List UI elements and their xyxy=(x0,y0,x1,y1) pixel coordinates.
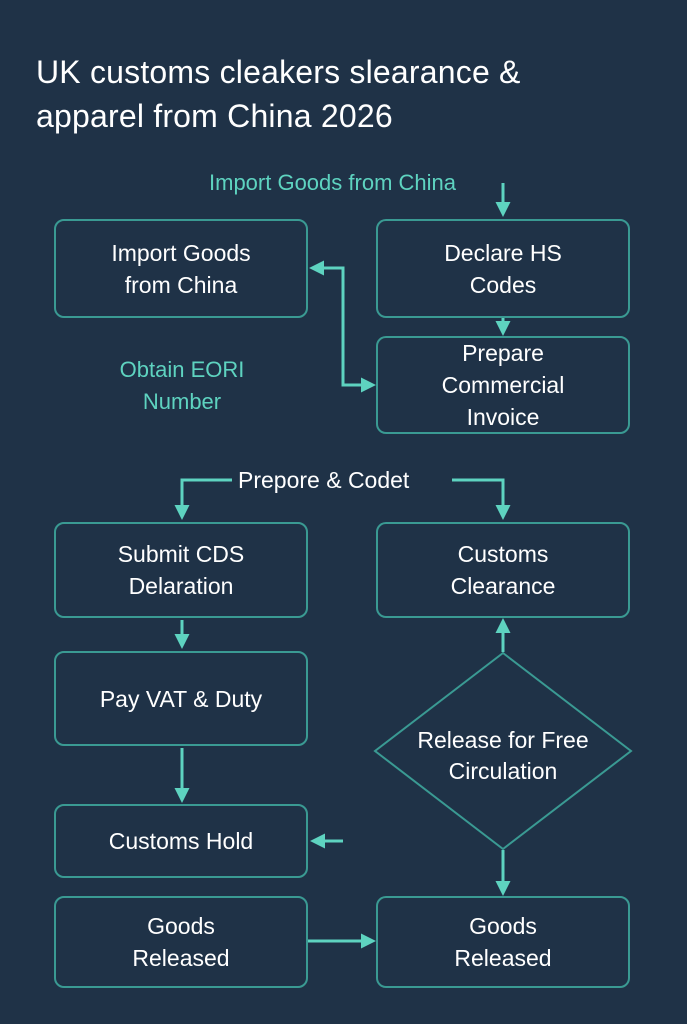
node-submit-cds-declaration-text: Submit CDS Delaration xyxy=(117,541,245,599)
label-import-goods-from-china: Import Goods from China xyxy=(209,170,456,195)
node-customs-hold-text: Customs Hold xyxy=(108,828,254,854)
release-free-circulation-diamond xyxy=(373,651,633,851)
arrow-import-invoice-bidirectional xyxy=(309,260,376,393)
node-pay-vat-duty: Pay VAT & Duty xyxy=(54,651,308,746)
node-release-free-circulation-text: Release for Free Circulation xyxy=(417,727,589,784)
node-customs-clearance: Customs Clearance xyxy=(376,522,630,618)
page-title: UK customs cleakers slearance & apparel … xyxy=(36,50,656,138)
node-goods-released-right-text: Goods Released xyxy=(454,913,552,971)
node-pay-vat-duty-text: Pay VAT & Duty xyxy=(99,685,263,712)
node-prepare-commercial-invoice-text: Prepare Commercial Invoice xyxy=(441,340,565,430)
node-import-goods: Import Goods from China xyxy=(54,219,308,318)
node-customs-hold: Customs Hold xyxy=(54,804,308,878)
node-customs-clearance-text: Customs Clearance xyxy=(450,541,556,599)
node-submit-cds-declaration: Submit CDS Delaration xyxy=(54,522,308,618)
label-obtain-eori: Obtain EORI Number xyxy=(119,357,245,414)
node-import-goods-text: Import Goods from China xyxy=(111,239,251,298)
arrow-branch-to-submit-cds xyxy=(174,478,238,520)
node-declare-hs-codes: Declare HS Codes xyxy=(376,219,630,318)
node-goods-released-left-text: Goods Released xyxy=(132,913,230,971)
title-line-1: UK customs cleakers slearance & xyxy=(36,54,521,90)
node-declare-hs-codes-text: Declare HS Codes xyxy=(444,239,562,298)
title-line-2: apparel from China 2026 xyxy=(36,98,393,134)
arrow-branch-to-customs-clearance xyxy=(452,478,511,520)
label-prepore-codet: Prepore & Codet xyxy=(232,464,416,496)
node-goods-released-right: Goods Released xyxy=(376,896,630,988)
node-goods-released-left: Goods Released xyxy=(54,896,308,988)
node-prepare-commercial-invoice: Prepare Commercial Invoice xyxy=(376,336,630,434)
